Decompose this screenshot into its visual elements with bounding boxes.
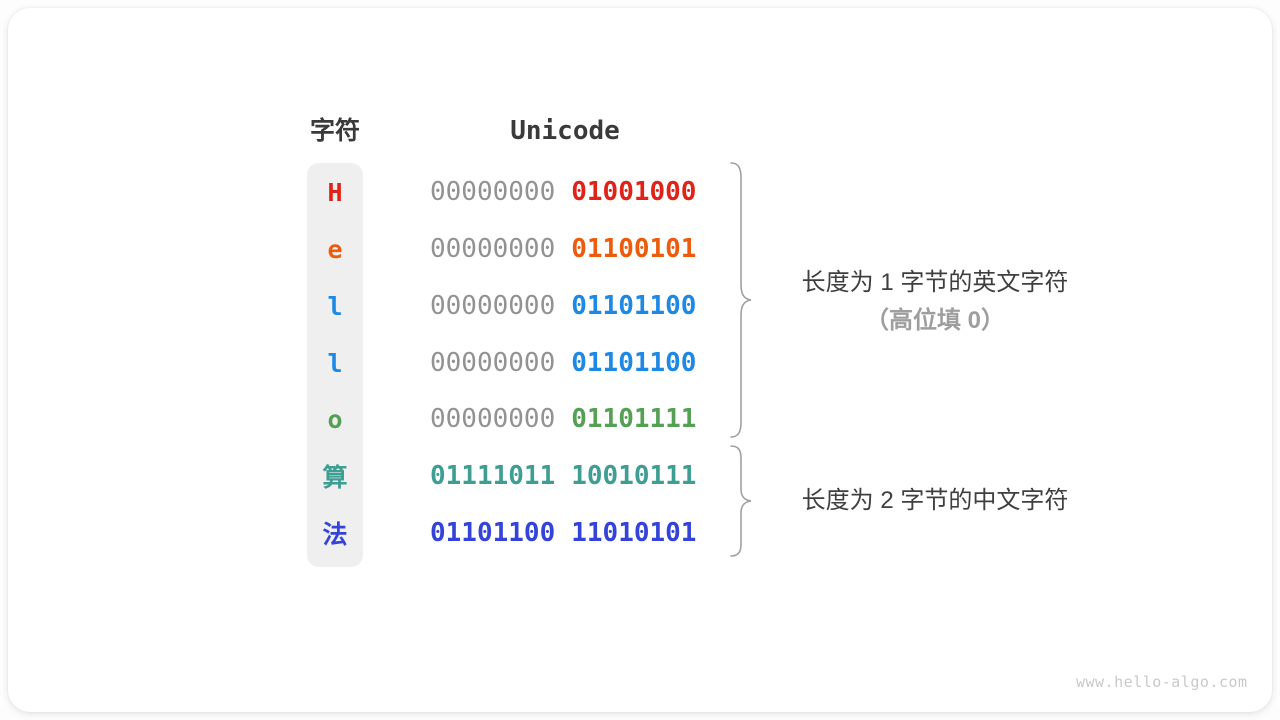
byte-low: 01101111 <box>571 404 697 434</box>
byte-low: 01100101 <box>571 234 697 264</box>
unicode-bytes: 01101100 11010101 <box>430 518 696 548</box>
column-header-char: 字符 <box>309 117 360 145</box>
byte-low: 01101100 <box>571 348 697 378</box>
byte-high: 00000000 <box>430 234 556 264</box>
byte-high: 00000000 <box>430 348 556 378</box>
watermark: www.hello-algo.com <box>1076 673 1248 691</box>
annotation-chinese: 长度为 2 字节的中文字符 <box>770 482 1100 520</box>
byte-low: 10010111 <box>571 461 697 491</box>
char-cell: 法 <box>322 520 348 549</box>
byte-high: 01101100 <box>430 518 556 548</box>
diagram-card <box>8 8 1272 712</box>
byte-low: 01001000 <box>571 177 697 207</box>
column-header-unicode: Unicode <box>510 116 620 146</box>
table-row: H 00000000 01001000 <box>307 170 707 214</box>
annotation-english-line2: （高位填 0） <box>864 307 1005 334</box>
brace-chinese-group-icon <box>730 445 752 557</box>
table-row: l 00000000 01101100 <box>307 341 707 385</box>
unicode-bytes: 01111011 10010111 <box>430 461 696 491</box>
table-row: 算 01111011 10010111 <box>307 454 707 498</box>
byte-low: 01101100 <box>571 291 697 321</box>
table-row: l 00000000 01101100 <box>307 284 707 328</box>
unicode-bytes: 00000000 01101100 <box>430 348 696 378</box>
char-cell: l <box>327 291 343 321</box>
byte-high: 01111011 <box>430 461 556 491</box>
unicode-bytes: 00000000 01101111 <box>430 404 696 434</box>
byte-high: 00000000 <box>430 177 556 207</box>
table-row: 法 01101100 11010101 <box>307 511 707 555</box>
char-cell: H <box>327 177 343 207</box>
brace-english-group-icon <box>730 162 752 438</box>
unicode-bytes: 00000000 01101100 <box>430 291 696 321</box>
char-cell: e <box>327 234 343 264</box>
char-cell: 算 <box>322 463 348 492</box>
byte-low: 11010101 <box>571 518 697 548</box>
char-cell: l <box>327 348 343 378</box>
annotation-english: 长度为 1 字节的英文字符 （高位填 0） <box>770 264 1100 340</box>
byte-high: 00000000 <box>430 291 556 321</box>
annotation-english-line1: 长度为 1 字节的英文字符 <box>801 269 1069 296</box>
unicode-bytes: 00000000 01100101 <box>430 234 696 264</box>
char-column-background <box>307 163 363 567</box>
annotation-chinese-line1: 长度为 2 字节的中文字符 <box>801 487 1069 514</box>
byte-high: 00000000 <box>430 404 556 434</box>
table-row: e 00000000 01100101 <box>307 227 707 271</box>
unicode-bytes: 00000000 01001000 <box>430 177 696 207</box>
table-row: o 00000000 01101111 <box>307 397 707 441</box>
char-cell: o <box>327 404 343 434</box>
